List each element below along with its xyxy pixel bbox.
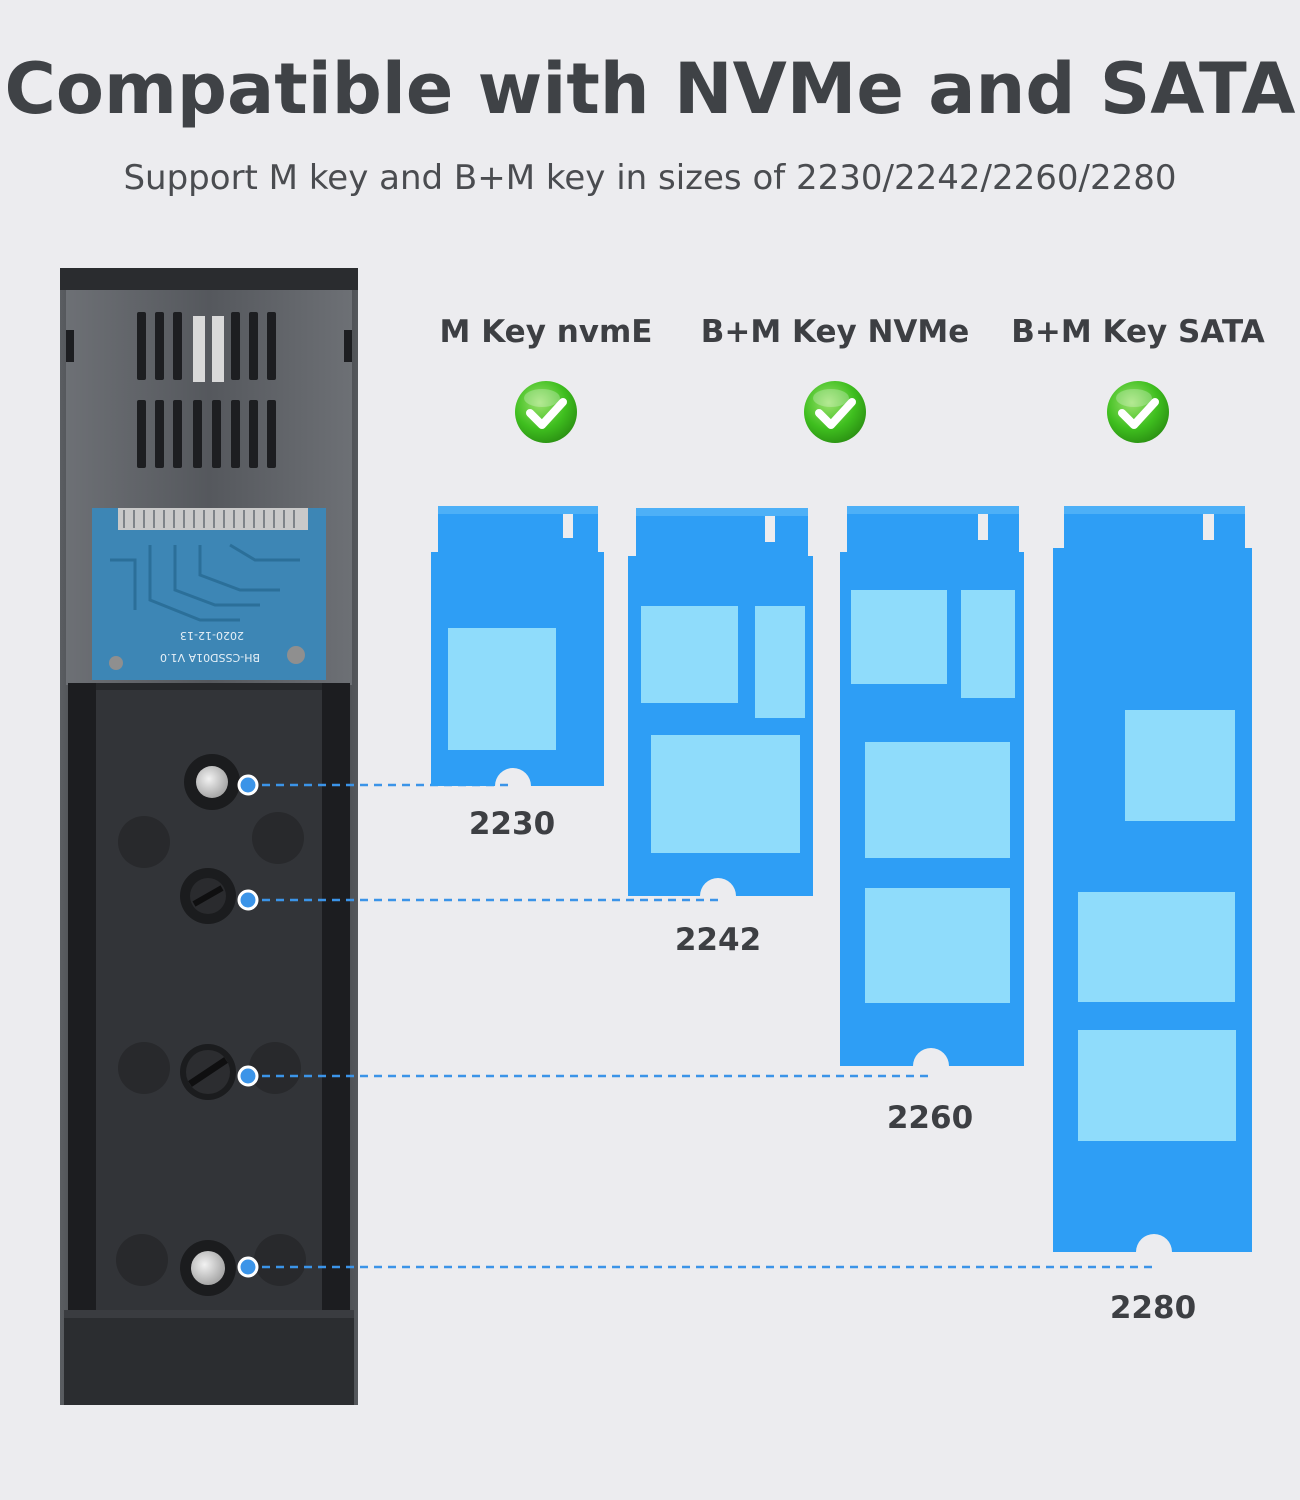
standoff-2230 xyxy=(184,754,240,810)
leader-dot-2280 xyxy=(237,1256,259,1278)
pcb-model-print: BH-CSSD01A V1.0 xyxy=(160,651,260,664)
page-title: Compatible with NVMe and SATA xyxy=(4,48,1296,130)
standoff-2280 xyxy=(180,1240,236,1296)
pcb-date-print: 2020-12-13 xyxy=(180,629,244,642)
size-label-2260: 2260 xyxy=(886,1100,974,1136)
check-icon xyxy=(515,381,577,443)
check-icon xyxy=(804,381,866,443)
pcb-board: 2020-12-13 BH-CSSD01A V1.0 xyxy=(92,508,326,680)
check-icon xyxy=(1107,381,1169,443)
vent-grille xyxy=(66,312,352,468)
key-type-label-bm-key-nvme: B+M Key NVMe xyxy=(700,314,970,350)
standoff-2260 xyxy=(180,1044,236,1100)
leader-dot-2242 xyxy=(237,889,259,911)
page-subtitle: Support M key and B+M key in sizes of 22… xyxy=(123,158,1177,198)
size-label-2242: 2242 xyxy=(674,922,762,958)
leader-dot-2230 xyxy=(237,774,259,796)
size-label-2230: 2230 xyxy=(468,806,556,842)
key-type-label-bm-key-sata: B+M Key SATA xyxy=(1011,314,1265,350)
ssd-card-2280 xyxy=(1053,506,1252,1252)
ssd-card-2242 xyxy=(628,508,813,896)
ssd-card-2260 xyxy=(840,506,1024,1066)
key-type-label-m-key-nvme: M Key nvmE xyxy=(439,314,653,350)
size-label-2280: 2280 xyxy=(1109,1290,1197,1326)
ssd-card-2230 xyxy=(431,506,604,786)
leader-dot-2260 xyxy=(237,1065,259,1087)
standoff-2242 xyxy=(180,868,236,924)
ssd-enclosure: 2020-12-13 BH-CSSD01A V1.0 xyxy=(60,268,358,1405)
